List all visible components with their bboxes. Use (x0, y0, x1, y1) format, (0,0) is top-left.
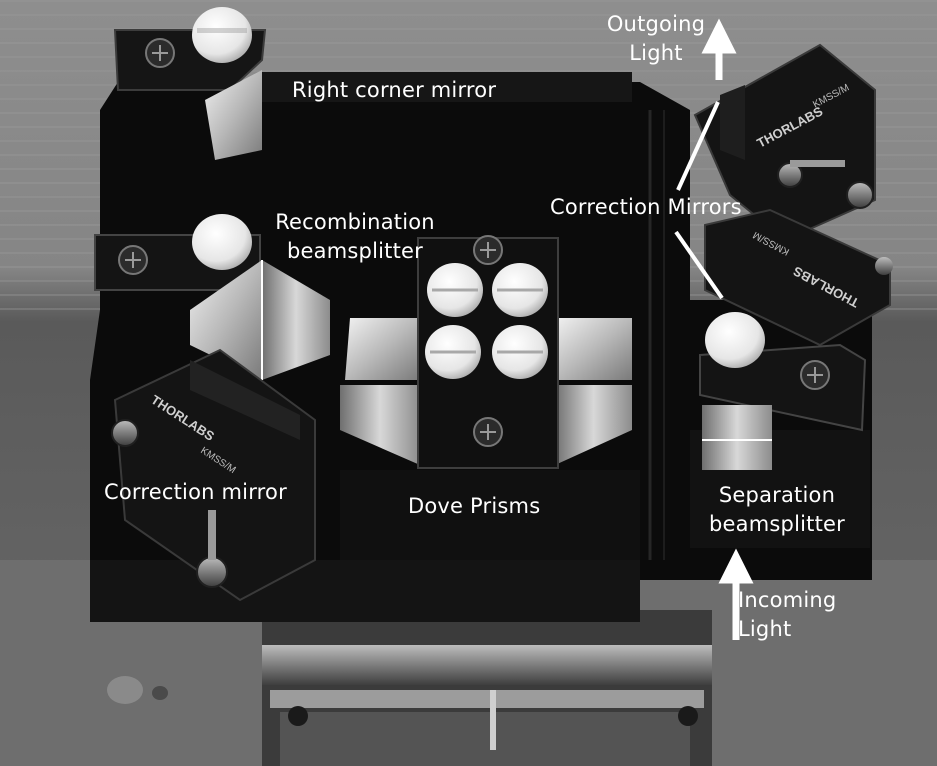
translation-stage (262, 610, 712, 766)
incoming-light-label: Incoming Light (738, 586, 836, 644)
correction-mirrors-pointer-lower (674, 230, 724, 300)
dove-prisms-label: Dove Prisms (408, 494, 541, 518)
outgoing-light-line2: Light (629, 41, 683, 65)
separation-line2: beamsplitter (709, 512, 845, 536)
separation-beamsplitter-label: Separation beamsplitter (692, 481, 862, 539)
correction-mirror-label: Correction mirror (104, 480, 287, 504)
outgoing-light-label: Outgoing Light (596, 10, 716, 68)
left-correction-mirror-mount: THORLABS KMSS/M (111, 348, 316, 602)
top-left-mount (113, 7, 267, 91)
correction-mirrors-label: Correction Mirrors (550, 195, 742, 219)
recombination-beamsplitter-label: Recombination beamsplitter (255, 208, 455, 266)
incoming-light-line1: Incoming (738, 588, 837, 612)
recombination-mount (94, 214, 330, 380)
outgoing-light-line1: Outgoing (606, 12, 706, 36)
recombination-line1: Recombination (275, 210, 435, 234)
separation-beamsplitter-mount (699, 312, 867, 470)
recombination-line2: beamsplitter (287, 239, 423, 263)
right-corner-mirror (205, 70, 632, 160)
dove-prisms (340, 235, 632, 469)
separation-line1: Separation (718, 483, 836, 507)
right-corner-mirror-label: Right corner mirror (292, 78, 497, 102)
lower-correction-mirror-mount: THORLABS KMSS/M (704, 208, 893, 347)
upper-correction-mirror-mount: THORLABS KMSS/M (693, 43, 876, 242)
correction-mirrors-pointer-upper (676, 101, 720, 191)
incoming-light-line2: Light (738, 617, 792, 641)
